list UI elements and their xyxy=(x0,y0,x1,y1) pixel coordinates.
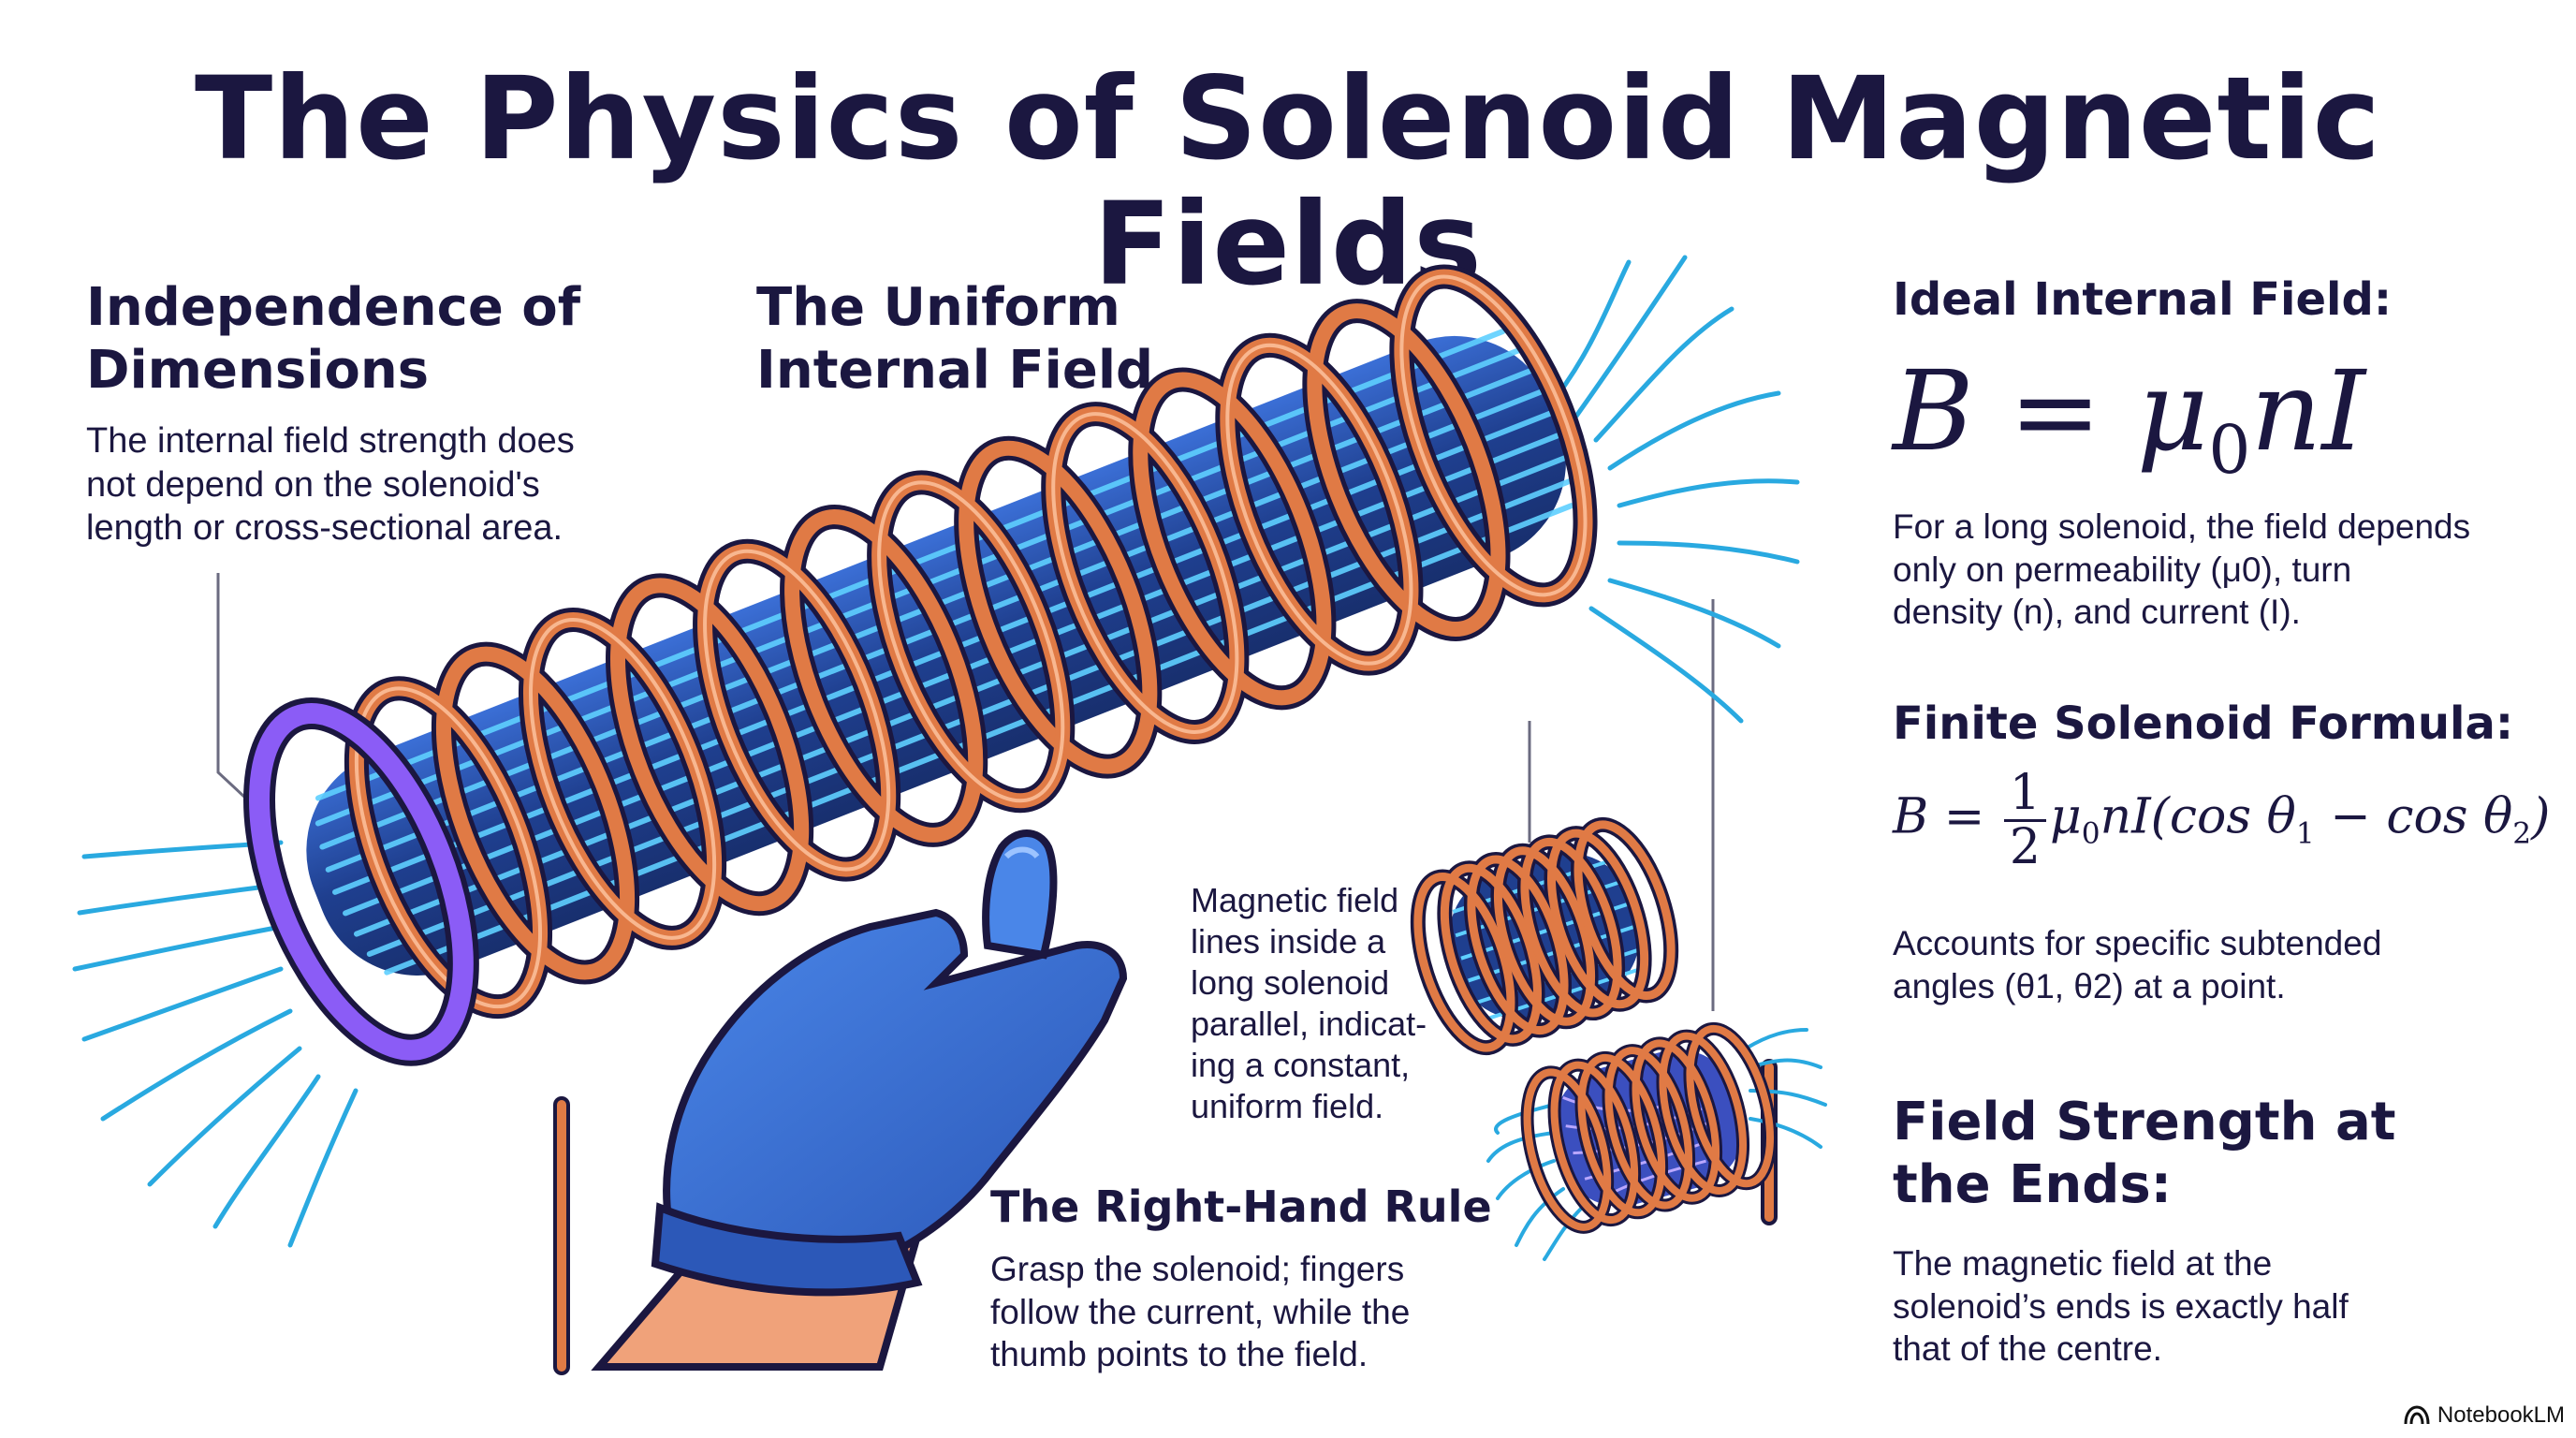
ends-body: The magnetic field at the solenoid’s end… xyxy=(1893,1244,2349,1368)
coil-windings xyxy=(344,264,1598,1020)
glove-cuff xyxy=(651,1202,923,1297)
glove xyxy=(663,908,1128,1259)
page-title: The Physics of Solenoid Magnetic Fields xyxy=(195,52,2381,312)
field-lines-left xyxy=(72,840,359,1248)
end-field-solenoid xyxy=(1486,1021,1827,1261)
leader-line-independence xyxy=(216,573,247,800)
independence-heading: Independence of Dimensions xyxy=(86,277,581,402)
brand-label: NotebookLM xyxy=(2437,1402,2565,1428)
leader-lines xyxy=(216,573,1715,1011)
finite-body: Accounts for specific subtended angles (… xyxy=(1893,924,2382,1005)
uniform-heading: The Uniform Internal Field xyxy=(756,277,1154,402)
ideal-heading: Ideal Internal Field: xyxy=(1893,273,2393,326)
right-hand-body: Grasp the solenoid; fingers follow the c… xyxy=(990,1250,1411,1373)
ends-heading: Field Strength at the Ends: xyxy=(1893,1092,2396,1216)
thumb xyxy=(982,829,1058,960)
field-lines-right xyxy=(1542,255,1800,724)
short-solenoid xyxy=(1410,816,1679,1056)
right-hand xyxy=(591,829,1128,1371)
ideal-equation: B = μ0nI xyxy=(1893,346,2365,489)
independence-body: The internal field strength does not dep… xyxy=(86,421,575,549)
ideal-body: For a long solenoid, the field depends o… xyxy=(1893,507,2471,631)
notebooklm-logo-icon xyxy=(2404,1405,2430,1425)
right-hand-heading: The Right-Hand Rule xyxy=(990,1181,1492,1232)
finite-heading: Finite Solenoid Formula: xyxy=(1893,697,2514,750)
brand-badge: NotebookLM xyxy=(2404,1402,2565,1429)
uniform-annotation: Magnetic field lines inside a long solen… xyxy=(1191,881,1427,1125)
